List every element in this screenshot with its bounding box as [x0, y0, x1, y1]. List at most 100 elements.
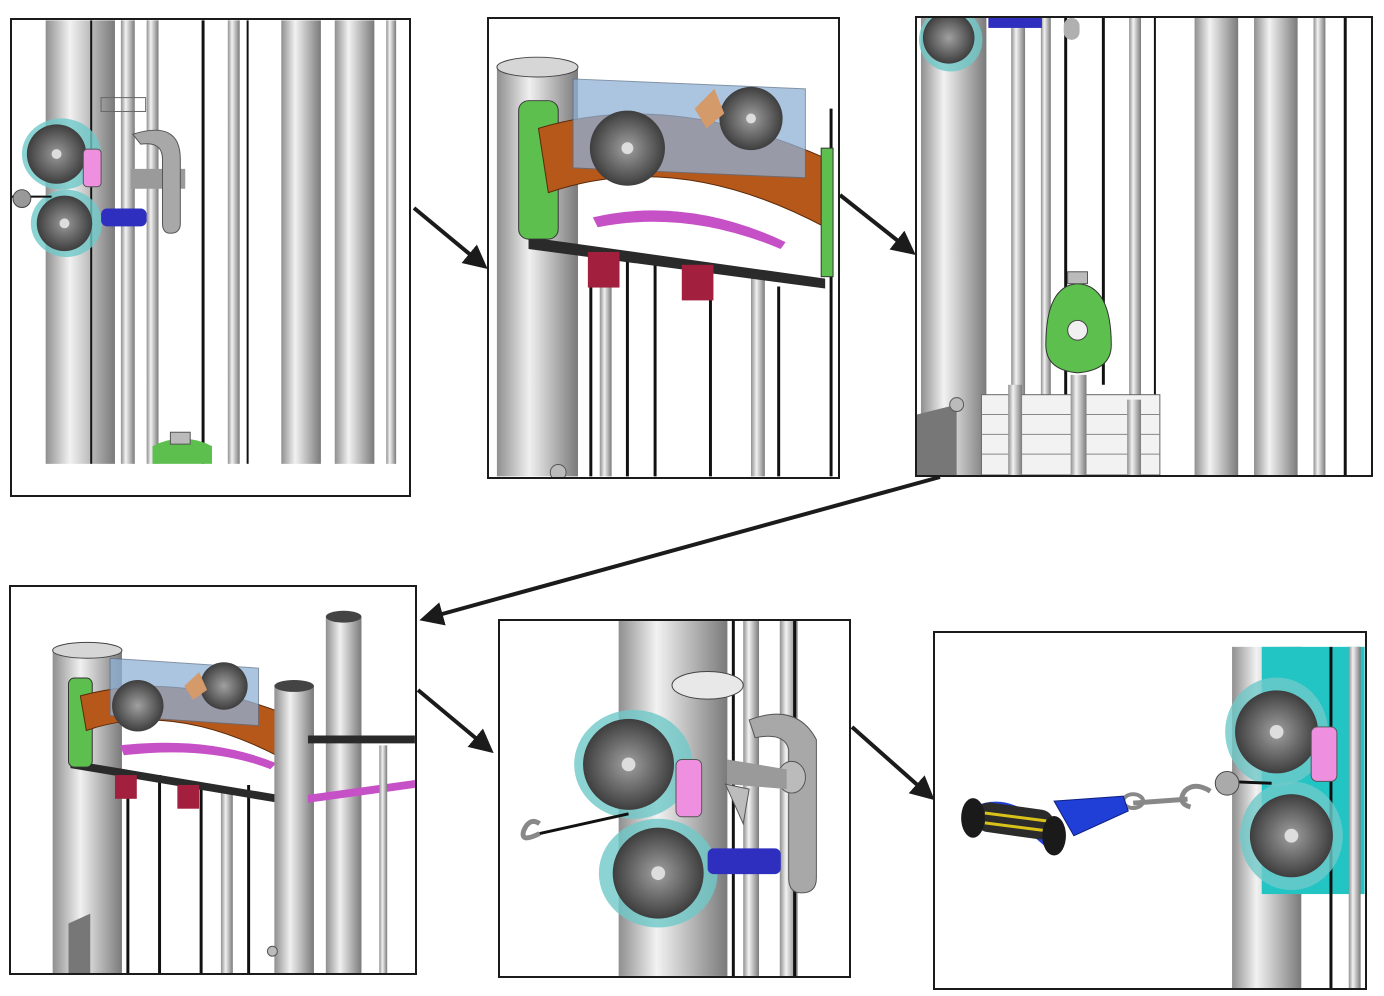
guide-rod — [1040, 18, 1051, 475]
guide-rod — [220, 789, 233, 973]
pink-spacer — [1310, 726, 1338, 782]
bolt-head — [549, 464, 567, 477]
grip-end-cap — [1042, 815, 1066, 856]
pull-pin-handle — [748, 713, 817, 894]
bracket-fin — [184, 672, 208, 700]
rod-cap — [100, 97, 147, 112]
panel-5-drawing — [520, 621, 817, 976]
pulley-axle — [651, 866, 666, 881]
panel-3-drawing — [917, 18, 1347, 475]
guide-rod — [379, 745, 388, 973]
panel-4 — [9, 585, 417, 975]
crimson-tab — [177, 784, 200, 809]
upright-post — [281, 20, 321, 464]
upright-post — [386, 20, 397, 464]
grip-stripe — [984, 811, 1047, 823]
arrow-4-to-5 — [416, 688, 494, 754]
rod-stop — [1063, 18, 1080, 40]
upright-post — [1313, 18, 1326, 475]
guide-rod — [146, 20, 159, 464]
pulley-axle — [59, 218, 70, 229]
panel-2-drawing — [496, 56, 834, 477]
grip-stripe — [984, 821, 1047, 833]
panel-3 — [915, 16, 1373, 477]
stack-guide-rod — [1008, 384, 1023, 475]
pulley-wheel — [200, 662, 248, 710]
handle-strap — [1053, 795, 1129, 837]
guide-rod — [750, 276, 765, 477]
bracket-fin — [724, 783, 750, 826]
cable-clamp — [727, 759, 787, 790]
guide-rod — [120, 20, 135, 464]
upright-post — [334, 20, 375, 464]
post-foot-bracket — [917, 404, 957, 475]
guide-rod — [599, 256, 612, 477]
top-plate — [308, 735, 415, 744]
panel-4-drawing — [52, 610, 415, 973]
bolt-head — [949, 397, 965, 413]
magenta-plate — [119, 742, 277, 770]
bracket-fin — [694, 88, 725, 129]
pulley-axle — [746, 113, 756, 124]
post-cap — [496, 56, 579, 78]
guide-rod — [1348, 646, 1361, 988]
upright-post — [1194, 18, 1239, 475]
post-foot-bracket — [68, 913, 91, 973]
navy-collar — [707, 848, 781, 875]
pink-spacer — [675, 758, 703, 818]
weight-selector-green — [152, 438, 212, 464]
panel-1-drawing — [12, 20, 409, 495]
upright-post — [274, 685, 314, 973]
pulley-wheel — [922, 18, 975, 64]
selector-top-cap — [169, 431, 191, 445]
guide-rod — [1011, 18, 1026, 475]
cable-ball-stop — [1214, 770, 1240, 796]
crimson-tab — [115, 775, 137, 799]
pulley-wheel — [112, 680, 164, 732]
guide-rod — [1129, 18, 1142, 475]
magenta-plate — [308, 780, 415, 803]
selector-pin — [1067, 319, 1088, 341]
pull-pin-handle — [131, 129, 181, 234]
bolt-head — [266, 945, 278, 957]
upright-post — [1254, 18, 1298, 475]
cable-end-eyelet — [12, 189, 32, 208]
panel-5 — [498, 619, 851, 978]
rod-cap — [671, 670, 744, 700]
crimson-tab — [587, 251, 620, 288]
panel-6-drawing — [961, 646, 1365, 988]
top-plate — [528, 237, 826, 289]
panel-2 — [487, 17, 840, 479]
selector-stem — [1070, 374, 1087, 475]
green-bracket — [820, 147, 834, 278]
pulley-axle — [51, 149, 62, 159]
grip-end-cap — [961, 798, 985, 838]
arrow-5-to-6 — [850, 725, 935, 801]
arrow-2-to-3 — [838, 193, 916, 255]
post-cap — [325, 610, 362, 623]
pulley-axle — [621, 757, 636, 772]
magenta-plate — [592, 210, 786, 249]
cable-end-eyelet — [520, 818, 541, 841]
crimson-tab — [681, 264, 714, 301]
selector-top-cap — [1067, 271, 1088, 285]
stack-guide-rod — [1127, 399, 1142, 475]
pulley-axle — [1284, 828, 1299, 843]
panel-base — [12, 463, 409, 495]
guide-rod — [743, 621, 760, 976]
cable — [539, 812, 629, 836]
pulley-axle — [621, 142, 634, 155]
navy-collar — [988, 18, 1042, 28]
panel-1 — [10, 18, 411, 497]
cable-end-eyelet — [1179, 783, 1212, 810]
panel-6 — [933, 631, 1367, 990]
pulley-axle — [1269, 724, 1284, 739]
post-cap — [52, 641, 123, 659]
navy-collar — [101, 208, 147, 227]
arrow-1-to-2 — [412, 206, 488, 270]
guide-rod — [227, 20, 240, 464]
pink-spacer — [82, 148, 102, 188]
top-plate — [70, 760, 279, 803]
post-cap — [274, 680, 314, 692]
arrow-3-to-4 — [419, 475, 941, 626]
